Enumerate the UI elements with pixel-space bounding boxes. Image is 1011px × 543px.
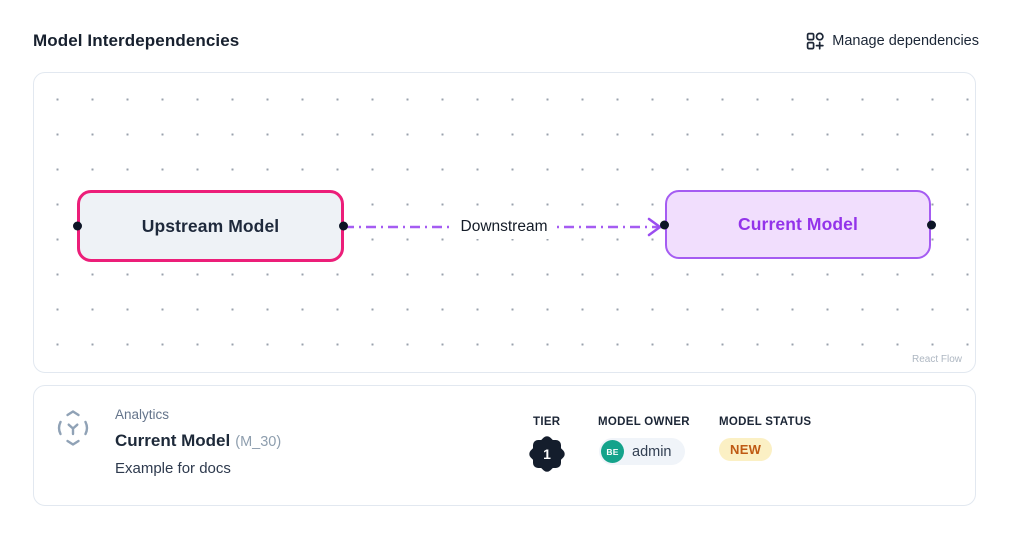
upstream-left-handle[interactable] xyxy=(73,221,82,231)
page-title: Model Interdependencies xyxy=(33,31,240,50)
model-owner-pill: BE admin xyxy=(599,438,685,465)
owner-name: admin xyxy=(632,443,672,460)
react-flow-attribution[interactable]: React Flow xyxy=(907,352,966,367)
edge-label-downstream: Downstream xyxy=(452,215,556,239)
model-scope-icon xyxy=(53,408,93,453)
tier-label: TIER xyxy=(533,416,561,428)
manage-dependencies-label: Manage dependencies xyxy=(832,33,979,49)
current-model-node[interactable]: Current Model xyxy=(660,190,936,259)
current-left-handle[interactable] xyxy=(660,220,669,229)
react-flow-pane[interactable]: Upstream Model Current Model Downstream … xyxy=(33,72,976,373)
upstream-model-node[interactable]: Upstream Model xyxy=(73,190,348,262)
current-model-label: Current Model xyxy=(738,214,858,234)
model-status-label: MODEL STATUS xyxy=(719,416,812,428)
model-code: (M_30) xyxy=(235,434,282,450)
model-domain: Analytics xyxy=(115,407,170,422)
upstream-right-handle[interactable] xyxy=(339,221,348,231)
category-plus-icon xyxy=(806,32,825,50)
model-status-badge: NEW xyxy=(719,438,773,461)
model-name-row: Current Model(M_30) xyxy=(115,431,281,451)
upstream-model-label: Upstream Model xyxy=(141,215,280,236)
model-name: Current Model xyxy=(115,431,231,450)
tier-value: 1 xyxy=(543,446,551,462)
owner-avatar: BE xyxy=(601,440,624,463)
model-owner-label: MODEL OWNER xyxy=(598,416,690,428)
model-details-card: Analytics Current Model(M_30) Example fo… xyxy=(33,385,976,506)
tier-diamond-badge: 1 xyxy=(527,434,567,474)
model-description: Example for docs xyxy=(115,460,231,477)
current-right-handle[interactable] xyxy=(927,220,936,229)
manage-dependencies-button[interactable]: Manage dependencies xyxy=(806,32,979,50)
